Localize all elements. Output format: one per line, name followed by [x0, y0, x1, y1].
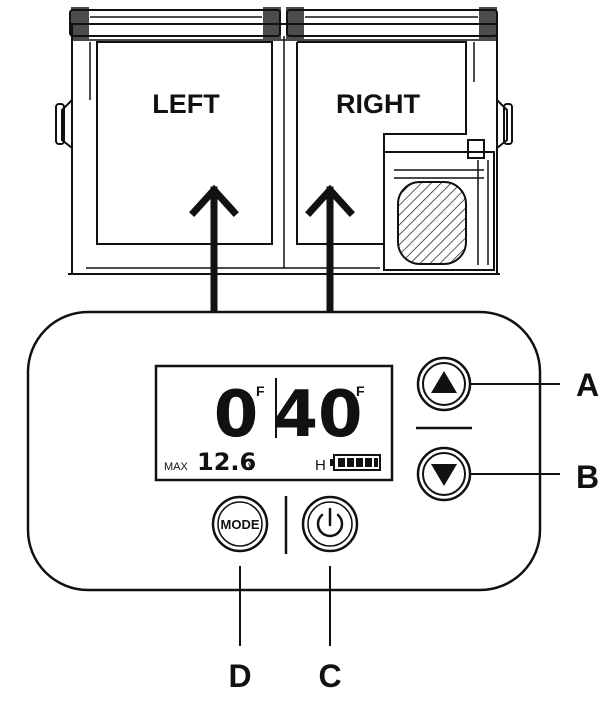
down-button[interactable] — [416, 446, 472, 502]
left-handle — [61, 99, 73, 149]
down-arrow-icon — [431, 464, 457, 486]
left-handle-grip — [55, 103, 65, 145]
left-lid-hinge-l — [71, 7, 89, 39]
compressor-motor — [397, 181, 467, 265]
compressor-panel — [467, 139, 485, 159]
right-temperature: 40 — [273, 378, 362, 452]
callout-a: A — [576, 367, 599, 403]
callout-c: C — [318, 658, 341, 694]
right-compartment — [296, 41, 467, 245]
up-button[interactable] — [416, 356, 472, 412]
left-temperature: 0 — [214, 378, 259, 452]
up-arrow-icon — [431, 371, 457, 393]
voltage-unit: V — [248, 462, 255, 473]
mode-button-label: MODE — [221, 517, 260, 532]
left-lid-hinge-r — [263, 7, 281, 39]
power-button[interactable] — [301, 495, 359, 553]
right-handle-grip — [503, 103, 513, 145]
lcd-display: 0 F 40 F MAX 12.6 V H — [154, 364, 394, 482]
max-label: MAX — [164, 461, 189, 473]
mode-button[interactable]: MODE — [211, 495, 269, 553]
left-temperature-unit: F — [256, 383, 265, 399]
voltage-value: 12.6 — [197, 448, 256, 476]
right-lid-hinge-l — [286, 7, 304, 39]
fridge-illustration — [55, 7, 513, 275]
callout-b: B — [576, 459, 599, 495]
compressor-housing — [383, 151, 495, 271]
power-icon — [316, 507, 344, 538]
battery-mode-label: H — [315, 457, 326, 474]
right-lid-hinge-r — [479, 7, 497, 39]
right-temperature-unit: F — [356, 383, 365, 399]
right-compartment-label: RIGHT — [336, 89, 421, 119]
callout-d: D — [228, 658, 251, 694]
left-zone-arrow — [189, 184, 239, 316]
left-compartment-label: LEFT — [152, 89, 220, 119]
right-handle — [496, 99, 508, 149]
left-compartment — [96, 41, 273, 245]
battery-icon — [330, 454, 381, 471]
right-zone-arrow — [305, 184, 355, 316]
